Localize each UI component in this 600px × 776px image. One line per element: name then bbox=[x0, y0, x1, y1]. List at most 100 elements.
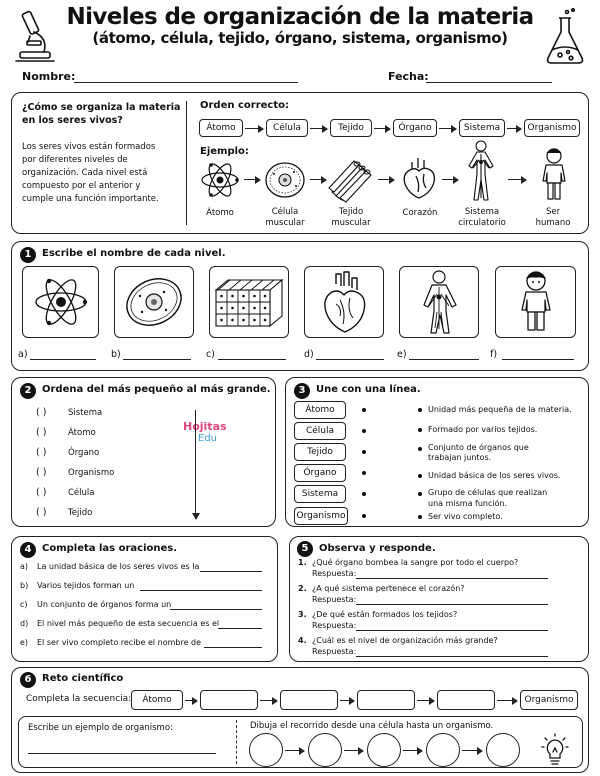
heart-icon bbox=[324, 271, 366, 333]
match-right-item: Unidad más pequeña de la materia. bbox=[428, 405, 572, 414]
sequence-blank-4[interactable] bbox=[437, 690, 495, 710]
draw-circle[interactable] bbox=[426, 733, 460, 767]
answer-line-b[interactable] bbox=[123, 359, 191, 360]
challenge-divider bbox=[236, 720, 237, 764]
sentence-blank-a[interactable] bbox=[200, 571, 262, 572]
section-6-title: Reto científico bbox=[42, 673, 124, 684]
section-2-number: 2 bbox=[20, 383, 36, 399]
section-3-title: Une con una línea. bbox=[316, 384, 421, 395]
response-line-3[interactable] bbox=[356, 630, 548, 631]
match-left-sistema[interactable]: Sistema bbox=[294, 485, 346, 503]
atom-icon bbox=[35, 278, 88, 326]
sentence-blank-b[interactable] bbox=[140, 590, 262, 591]
draw-circle[interactable] bbox=[308, 733, 342, 767]
tissue-icon bbox=[214, 278, 284, 328]
example-label-system: Sistema bbox=[464, 207, 500, 217]
match-right-item: Ser vivo completo. bbox=[428, 512, 503, 521]
muscle-tissue-icon bbox=[328, 160, 372, 203]
answer-letter-e: e) bbox=[397, 349, 407, 360]
circulatory-system-icon bbox=[468, 140, 494, 201]
order-item: Célula bbox=[68, 488, 95, 498]
cell-icon bbox=[126, 278, 182, 326]
sentence-text: El ser vivo completo recibe el nombre de bbox=[37, 638, 202, 647]
intro-divider bbox=[186, 101, 187, 225]
sequence-blank-2[interactable] bbox=[280, 690, 338, 710]
sequence-last: Organismo bbox=[520, 690, 578, 710]
response-line-2[interactable] bbox=[356, 604, 548, 605]
section-2-title: Ordena del más pequeño al más grande. bbox=[42, 384, 271, 395]
sentence-text: Varios tejidos forman un bbox=[37, 581, 135, 590]
order-title: Orden correcto: bbox=[200, 100, 289, 111]
sentence-blank-e[interactable] bbox=[204, 647, 262, 648]
page-title: Niveles de organización de la materia bbox=[66, 4, 534, 30]
date-label: Fecha: bbox=[388, 70, 429, 83]
question-text: ¿De qué están formados los tejidos? bbox=[312, 610, 458, 619]
watermark-bottom: Edu bbox=[198, 433, 218, 444]
intro-box bbox=[11, 92, 589, 234]
order-step-atomo: Átomo bbox=[199, 119, 243, 137]
answer-line-e[interactable] bbox=[409, 359, 479, 360]
section-5-title: Observa y responde. bbox=[319, 543, 436, 554]
answer-letter-d: d) bbox=[304, 349, 314, 360]
section-5-number: 5 bbox=[297, 541, 313, 557]
organism-example-field[interactable] bbox=[28, 753, 216, 754]
sequence-blank-1[interactable] bbox=[200, 690, 258, 710]
section-3-number: 3 bbox=[294, 383, 310, 399]
answer-letter-a: a) bbox=[18, 349, 28, 360]
answer-line-d[interactable] bbox=[316, 359, 384, 360]
intro-question-line1: ¿Cómo se organiza la materia bbox=[22, 102, 181, 113]
response-line-1[interactable] bbox=[356, 578, 548, 579]
draw-circle[interactable] bbox=[367, 733, 401, 767]
answer-line-f[interactable] bbox=[502, 359, 574, 360]
section-4-box bbox=[11, 536, 278, 662]
answer-letter-b: b) bbox=[111, 349, 121, 360]
match-right-item: Grupo de células que realizan bbox=[428, 488, 548, 497]
match-left-celula[interactable]: Célula bbox=[294, 422, 346, 440]
intro-question-line2: en los seres vivos? bbox=[22, 115, 123, 126]
child-icon bbox=[521, 271, 551, 331]
title-block: Niveles de organización de la materia (á… bbox=[60, 4, 540, 47]
answer-line-c[interactable] bbox=[218, 359, 286, 360]
order-item: Átomo bbox=[68, 428, 96, 438]
response-line-4[interactable] bbox=[356, 656, 548, 657]
section-4-number: 4 bbox=[20, 542, 36, 558]
example-label-cell: Célula bbox=[271, 207, 299, 217]
page-subtitle: (átomo, célula, tejido, órgano, sistema,… bbox=[92, 29, 508, 47]
order-step-organismo: Organismo bbox=[524, 119, 580, 137]
name-label: Nombre: bbox=[22, 70, 76, 83]
example-label-human: Ser bbox=[545, 207, 561, 217]
lightbulb-icon bbox=[541, 733, 569, 765]
answer-letter-c: c) bbox=[206, 349, 215, 360]
question-text: ¿A qué sistema pertenece el corazón? bbox=[312, 584, 465, 593]
order-item: Tejido bbox=[68, 508, 93, 518]
order-step-organo: Órgano bbox=[393, 119, 437, 137]
sentence-text: Un conjunto de órganos forma un bbox=[37, 600, 172, 609]
example-label-heart: Corazón bbox=[402, 208, 438, 218]
sequence-blank-3[interactable] bbox=[357, 690, 415, 710]
sequence-first: Átomo bbox=[131, 690, 183, 710]
circulatory-system-icon bbox=[423, 270, 457, 334]
order-step-celula: Célula bbox=[266, 119, 308, 137]
match-left-organismo[interactable]: Organismo bbox=[294, 507, 348, 525]
section-5-box bbox=[289, 536, 589, 662]
question-text: ¿Cuál es el nivel de organización más gr… bbox=[312, 636, 498, 645]
heart-icon bbox=[403, 158, 436, 199]
sentence-blank-d[interactable] bbox=[218, 628, 262, 629]
section-1-box bbox=[11, 241, 589, 371]
order-item: Órgano bbox=[68, 448, 100, 458]
match-left-atomo[interactable]: Átomo bbox=[294, 401, 346, 419]
date-field[interactable] bbox=[426, 82, 552, 83]
order-item: Sistema bbox=[68, 408, 103, 418]
draw-circle[interactable] bbox=[486, 733, 520, 767]
example-label-tissue: Tejido bbox=[338, 207, 364, 217]
organism-example-label: Escribe un ejemplo de organismo: bbox=[28, 723, 173, 733]
muscle-cell-icon bbox=[265, 162, 305, 198]
sentence-blank-c[interactable] bbox=[170, 609, 262, 610]
match-right-item: Formado por varios tejidos. bbox=[428, 425, 538, 434]
draw-path-label: Dibuja el recorrido desde una célula has… bbox=[250, 721, 494, 731]
answer-line-a[interactable] bbox=[30, 359, 96, 360]
match-left-organo[interactable]: Órgano bbox=[294, 464, 346, 482]
draw-circle[interactable] bbox=[249, 733, 283, 767]
name-field[interactable] bbox=[74, 82, 298, 83]
match-left-tejido[interactable]: Tejido bbox=[294, 443, 346, 461]
